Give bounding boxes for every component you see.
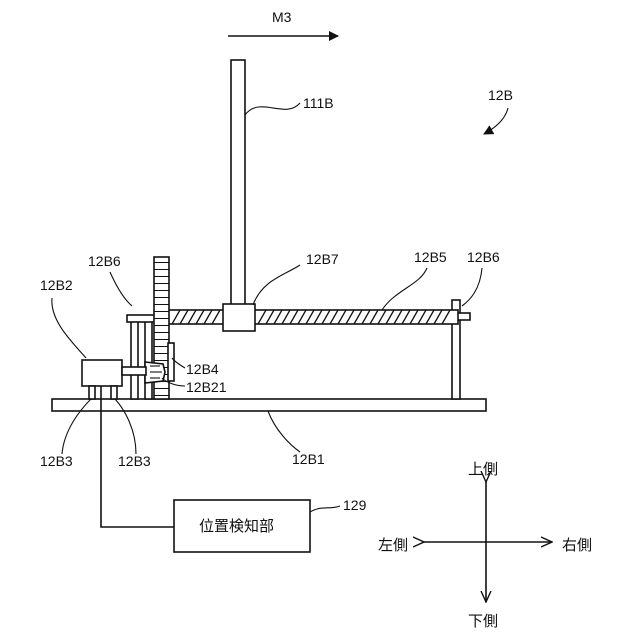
- detector-label: 位置検知部: [199, 517, 274, 535]
- label-12b6-left: 12B6: [88, 253, 121, 269]
- leader-12b1: [268, 411, 300, 452]
- label-12b21: 12B21: [186, 379, 227, 395]
- motor-shaft: [122, 367, 146, 375]
- label-m3: M3: [272, 9, 292, 25]
- label-12b5: 12B5: [414, 249, 447, 265]
- leader-129: [310, 506, 340, 512]
- motor-leg-right: [111, 386, 117, 399]
- label-12b: 12B: [488, 87, 513, 103]
- vertical-member-111b: [231, 60, 245, 305]
- label-12b4: 12B4: [186, 361, 219, 377]
- label-12b3-right: 12B3: [118, 453, 151, 469]
- leader-12b6-right: [462, 268, 482, 306]
- gear-hub: [168, 343, 174, 381]
- label-12b7: 12B7: [306, 251, 339, 267]
- motor-12b2: [82, 360, 122, 386]
- direction-right-label: 右側: [562, 536, 592, 554]
- label-129: 129: [343, 497, 367, 513]
- leader-12b6-left: [110, 272, 132, 306]
- left-support-post: [131, 318, 138, 399]
- label-12b3-left: 12B3: [40, 453, 73, 469]
- direction-up-label: 上側: [468, 460, 498, 478]
- left-support-post-inner: [145, 318, 152, 399]
- direction-down-label: 下側: [468, 612, 498, 630]
- label-12b2: 12B2: [40, 277, 73, 293]
- leader-12b5: [382, 268, 427, 310]
- nut-block-12b7: [223, 304, 255, 331]
- leader-111b: [245, 103, 300, 115]
- direction-left-label: 左側: [378, 536, 408, 554]
- cross-arrow-icon: [424, 482, 552, 602]
- leader-12b-arrow-icon: [484, 108, 508, 134]
- leader-12b2: [52, 298, 86, 358]
- label-12b6-right: 12B6: [467, 249, 500, 265]
- label-12b1: 12B1: [292, 451, 325, 467]
- label-111b: 111B: [303, 95, 334, 111]
- leader-12b7: [253, 265, 300, 305]
- motor-leg-left: [89, 386, 95, 399]
